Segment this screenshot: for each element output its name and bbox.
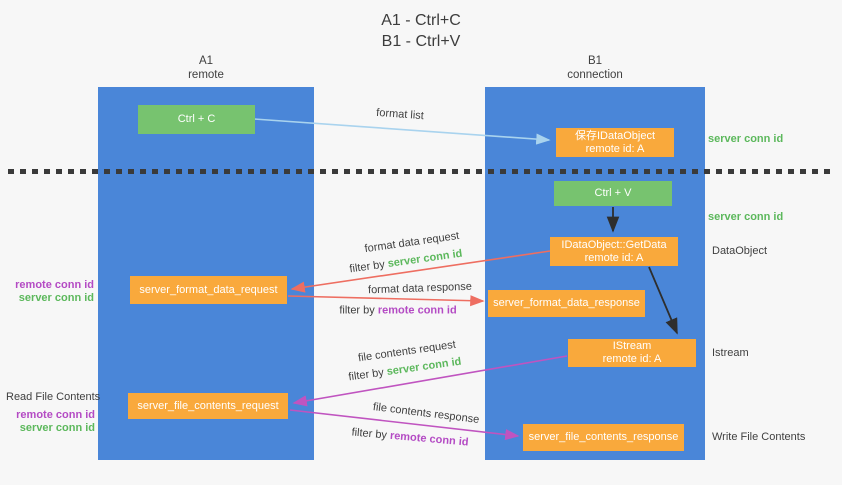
node-ctrl-c: Ctrl + C: [138, 105, 255, 134]
title-line-a1: A1 - Ctrl+C: [381, 12, 461, 29]
node-istream: IStream remote id: A: [568, 339, 696, 367]
remote-conn-id-text: remote conn id: [377, 304, 457, 317]
filter-by-text: filter by: [351, 426, 388, 442]
node-save-idataobject: 保存IDataObject remote id: A: [556, 128, 674, 157]
node-server-format-data-request: server_format_data_request: [130, 276, 287, 304]
node-server-file-contents-response: server_file_contents_response: [523, 424, 684, 451]
label-conn-ids-format: remote conn id server conn id: [0, 279, 94, 305]
arrow-format-data-request: [290, 250, 551, 293]
diagram-title: A1 - Ctrl+C B1 - Ctrl+V: [0, 10, 842, 52]
arrow-file-contents-request: [292, 355, 568, 407]
title-line-b1: B1 - Ctrl+V: [381, 33, 461, 50]
label-server-conn-id-mid: server conn id: [708, 211, 784, 223]
ctrl-c-label: Ctrl + C: [177, 113, 216, 125]
lane-a1-subtitle: remote: [188, 69, 224, 81]
server-conn-id-text: server conn id: [19, 422, 95, 434]
getdata-line2: remote id: A: [584, 251, 644, 264]
label-write-file-contents: Write File Contents: [712, 431, 806, 443]
arrow-format-data-response: [287, 295, 485, 307]
node-server-file-contents-request: server_file_contents_request: [128, 393, 288, 419]
node-ctrl-v: Ctrl + V: [554, 181, 672, 206]
dashed-divider-line: [8, 169, 834, 174]
node-server-format-data-response: server_format_data_response: [488, 290, 645, 317]
lane-header-a1: A1 remote: [98, 54, 314, 82]
label-server-conn-id-top: server conn id: [708, 133, 784, 145]
save-idataobject-line2: remote id: A: [585, 142, 645, 155]
label-filter-remote-conn-1: filter by remote conn id: [339, 305, 456, 318]
label-dataobject: DataObject: [712, 245, 768, 257]
lane-b1-name: B1: [587, 55, 603, 67]
format-request-label: server_format_data_request: [139, 283, 278, 296]
file-response-label: server_file_contents_response: [528, 431, 679, 443]
arrow-format-list: [253, 118, 551, 145]
filter-by-text: filter by: [339, 304, 375, 317]
file-request-label: server_file_contents_request: [137, 399, 279, 412]
label-conn-ids-file: remote conn id server conn id: [0, 409, 95, 435]
remote-conn-id-text: remote conn id: [16, 409, 95, 421]
istream-line2: remote id: A: [602, 353, 662, 365]
lane-a1-name: A1: [198, 55, 214, 67]
lane-header-b1: B1 connection: [485, 54, 705, 82]
remote-conn-id-text: remote conn id: [15, 279, 94, 291]
node-idataobject-getdata: IDataObject::GetData remote id: A: [550, 237, 678, 266]
save-idataobject-line1: 保存IDataObject: [574, 129, 656, 142]
label-read-file-contents: Read File Contents: [6, 391, 101, 403]
istream-line1: IStream: [612, 340, 652, 352]
arrow-file-contents-response: [289, 409, 520, 441]
lane-b1-subtitle: connection: [567, 69, 623, 81]
getdata-line1: IDataObject::GetData: [561, 238, 667, 251]
ctrl-v-label: Ctrl + V: [594, 187, 632, 199]
format-response-label: server_format_data_response: [493, 297, 640, 309]
server-conn-id-text: server conn id: [18, 292, 94, 304]
arrow-getdata-to-istream: [648, 266, 678, 335]
label-istream-right: Istream: [712, 347, 749, 359]
